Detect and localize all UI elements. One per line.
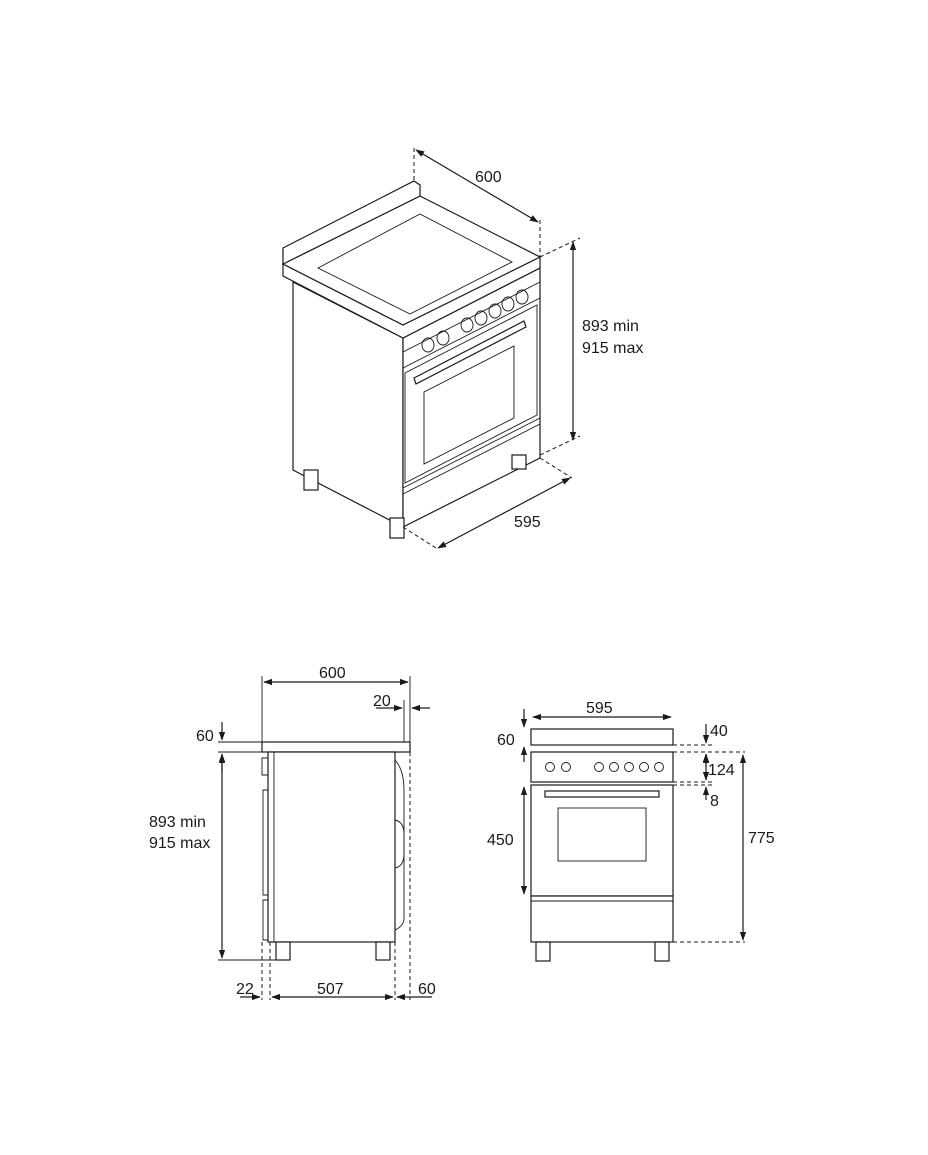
iso-oven-door [404,304,538,484]
side-back-offset-label: 20 [373,693,391,710]
iso-width-label: 600 [475,169,502,186]
front-control-panel [530,751,674,783]
front-panel-height-label: 124 [708,762,735,779]
front-oven-window [557,807,647,862]
iso-width-dimension [415,149,539,223]
side-foot-front [275,941,291,961]
front-lower-gap-label: 8 [710,793,719,810]
front-oven-height-label: 450 [487,832,514,849]
side-top-height-label: 60 [196,728,214,745]
side-worktop [261,741,411,753]
side-foot-back [375,941,391,961]
side-body-depth-label: 507 [317,981,344,998]
side-height-max-label: 915 max [149,835,210,852]
front-foot-left [535,941,551,962]
iso-control-knobs [421,289,529,353]
iso-height-max-label: 915 max [582,340,643,357]
iso-oven-window [423,345,515,465]
side-foot-offset-label: 22 [236,981,254,998]
iso-depth-dimension [437,477,571,549]
side-height-min-label: 893 min [149,814,206,831]
front-top-height-label: 60 [497,732,515,749]
front-body-height-label: 775 [748,830,775,847]
front-upper-gap-label: 40 [710,723,728,740]
iso-height-min-label: 893 min [582,318,639,335]
front-foot-right [654,941,670,962]
side-top-width-label: 600 [319,665,346,682]
front-drawer [530,895,674,943]
iso-depth-label: 595 [514,514,541,531]
iso-feet [303,454,527,539]
front-door-handle [544,790,660,798]
front-cooktop [530,728,674,746]
front-view: 595 60 450 40 124 8 775 [487,700,775,962]
front-width-label: 595 [586,700,613,717]
front-oven-door [530,784,674,897]
isometric-view: 600 893 min 915 max 595 [281,148,643,549]
front-control-knobs [545,762,664,772]
side-front-offset-label: 60 [418,981,436,998]
side-body [267,751,396,943]
iso-hob-surface [317,213,513,315]
side-view: 600 20 60 893 min 915 max 22 507 60 [149,665,436,1001]
iso-door-handle [413,320,527,385]
